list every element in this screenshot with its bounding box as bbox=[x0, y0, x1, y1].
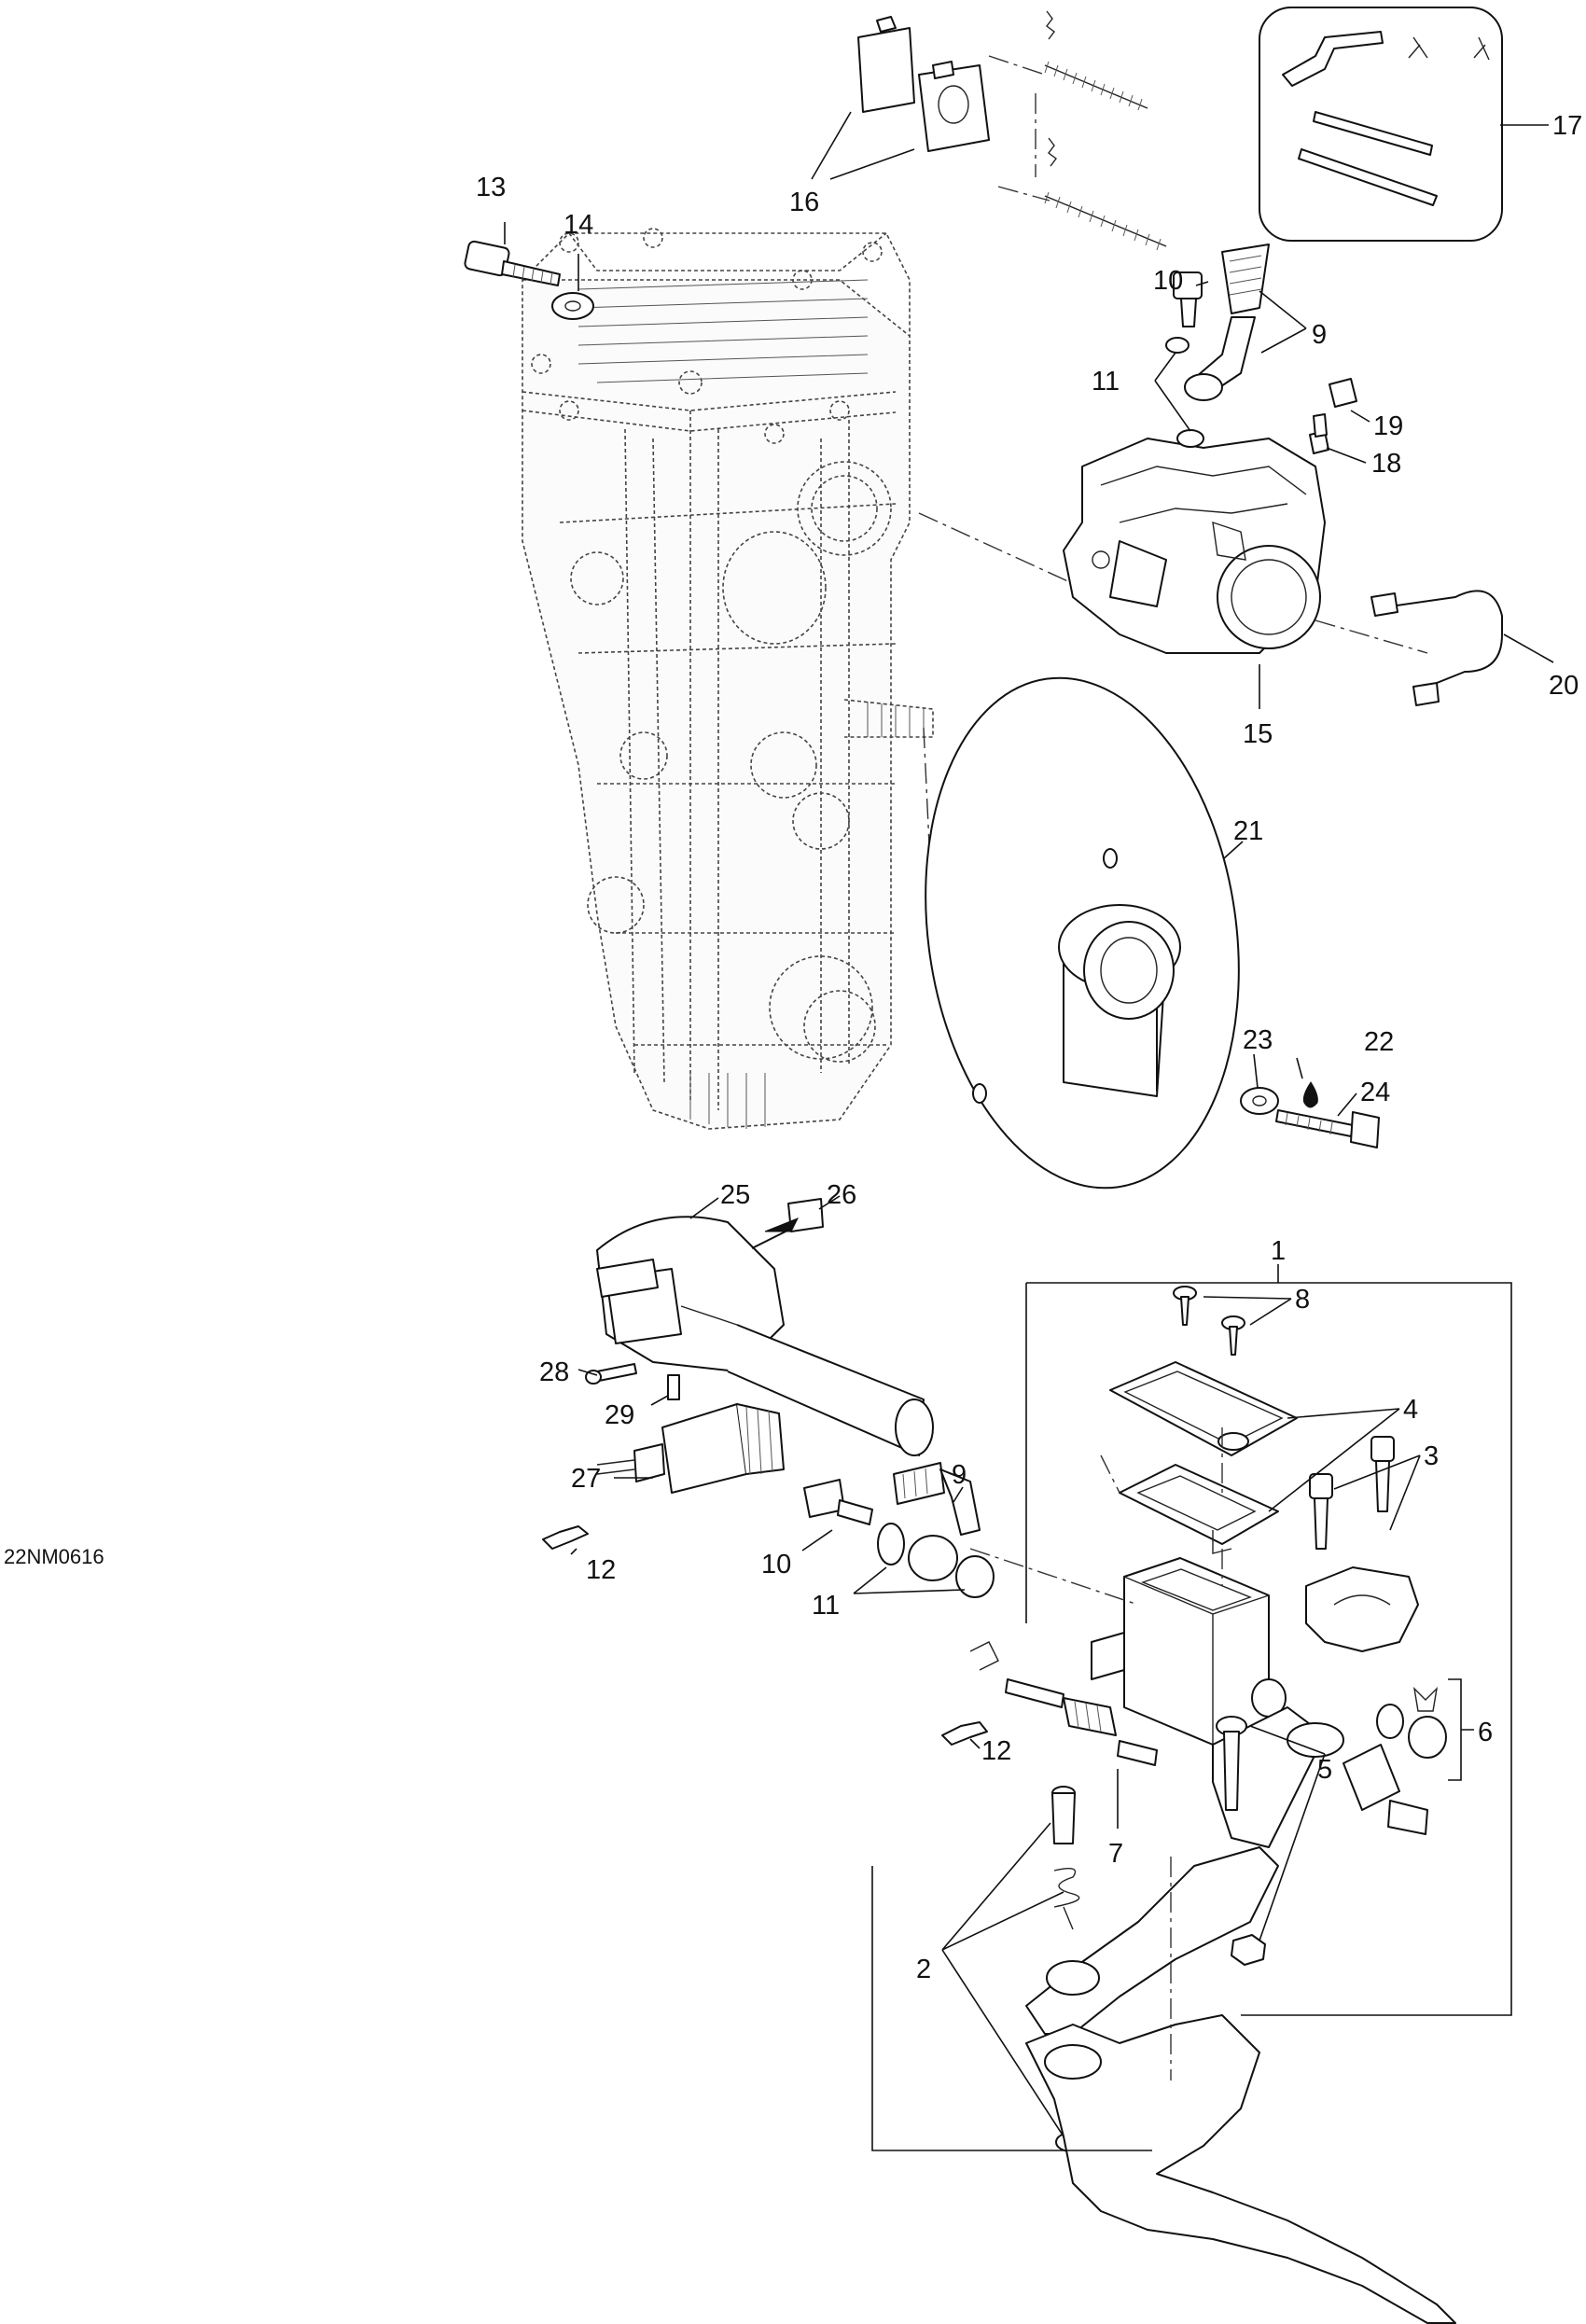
pad-retaining-pins bbox=[988, 10, 1167, 251]
brake-lever bbox=[1025, 1846, 1456, 2324]
callout-27: 27 bbox=[571, 1464, 601, 1494]
set-screw bbox=[667, 1374, 680, 1400]
pin-kit-box bbox=[1259, 7, 1503, 242]
callout-21: 21 bbox=[1233, 816, 1263, 846]
pushrod-assembly bbox=[969, 1641, 1158, 1766]
callout-5: 5 bbox=[1317, 1755, 1332, 1785]
bleeder-screw bbox=[1309, 413, 1329, 454]
callout-11-top: 11 bbox=[1092, 367, 1120, 397]
drawing-code: 22NM0616 bbox=[4, 1545, 104, 1568]
callout-8: 8 bbox=[1295, 1285, 1310, 1315]
brake-pads bbox=[857, 16, 990, 152]
lever-spring bbox=[1053, 1868, 1080, 1930]
callout-3: 3 bbox=[1424, 1441, 1439, 1471]
callout-10-bottom: 10 bbox=[761, 1550, 791, 1579]
master-cylinder-body bbox=[1091, 1557, 1344, 1848]
brake-caliper bbox=[1063, 438, 1326, 654]
pivot-bushing bbox=[1343, 1744, 1428, 1835]
callout-24: 24 bbox=[1360, 1078, 1390, 1107]
callout-14: 14 bbox=[563, 210, 593, 240]
pivot-screw bbox=[1216, 1716, 1247, 1811]
callout-29: 29 bbox=[605, 1400, 634, 1430]
callout-13: 13 bbox=[476, 173, 506, 202]
sealing-washers-top bbox=[1165, 337, 1204, 448]
leader-lines bbox=[504, 111, 1554, 2137]
callout-17: 17 bbox=[1552, 111, 1582, 141]
banjo-bolt-bottom bbox=[803, 1479, 873, 1525]
callout-25: 25 bbox=[720, 1180, 750, 1210]
assembly-bracket bbox=[1025, 1282, 1512, 2016]
callout-7: 7 bbox=[1108, 1839, 1123, 1869]
brake-switch-housing bbox=[596, 1216, 934, 1456]
housing-screw bbox=[585, 1363, 637, 1385]
brake-disc bbox=[925, 676, 1240, 1190]
callout-22: 22 bbox=[1364, 1027, 1394, 1057]
banjo-bolt-top bbox=[1173, 271, 1203, 327]
callout-28: 28 bbox=[539, 1357, 569, 1387]
callout-20: 20 bbox=[1549, 671, 1579, 701]
banjo-hose-bottom bbox=[893, 1462, 981, 1536]
callout-4: 4 bbox=[1403, 1395, 1418, 1425]
callout-6: 6 bbox=[1478, 1718, 1493, 1747]
callout-11-bottom: 11 bbox=[812, 1591, 840, 1621]
brake-line bbox=[1315, 590, 1503, 706]
thread-locker-drop bbox=[1302, 1081, 1318, 1108]
warning-label bbox=[751, 1198, 824, 1249]
clamp-screws bbox=[1309, 1436, 1395, 1550]
callout-labels: 1 2 3 4 5 6 7 8 9 9 10 10 11 11 12 12 13… bbox=[476, 111, 1582, 1984]
pivot-pin bbox=[1051, 1786, 1076, 1844]
lever-bracket bbox=[871, 1866, 1152, 2151]
bolt-washer bbox=[551, 292, 594, 320]
callout-23: 23 bbox=[1243, 1025, 1273, 1055]
reservoir-cover bbox=[1109, 1361, 1298, 1456]
retaining-clip-left bbox=[542, 1525, 589, 1550]
callout-12-left: 12 bbox=[586, 1555, 616, 1585]
mounting-bolt bbox=[464, 240, 561, 286]
callout-26: 26 bbox=[827, 1180, 856, 1210]
gearbox-housing bbox=[522, 228, 934, 1130]
bleeder-cap bbox=[1329, 378, 1357, 408]
pivot-nut bbox=[1231, 1934, 1266, 1966]
callout-15: 15 bbox=[1243, 719, 1273, 749]
callout-18: 18 bbox=[1371, 449, 1401, 479]
axis-line-caliper bbox=[918, 512, 1083, 589]
retaining-clip-right bbox=[941, 1721, 988, 1746]
callout-19: 19 bbox=[1373, 411, 1403, 441]
callout-9-bottom: 9 bbox=[952, 1460, 967, 1490]
disc-washer bbox=[1240, 1087, 1279, 1115]
handlebar-clamp bbox=[1305, 1566, 1419, 1652]
callout-9-top: 9 bbox=[1312, 320, 1327, 350]
banjo-hose-top bbox=[1184, 244, 1270, 401]
callout-10-top: 10 bbox=[1153, 266, 1183, 296]
disc-bolt bbox=[1275, 1109, 1380, 1148]
brake-light-switch bbox=[596, 1403, 785, 1494]
reservoir-diaphragm bbox=[1119, 1464, 1279, 1554]
callout-16: 16 bbox=[789, 188, 819, 217]
dust-seal-set bbox=[1376, 1678, 1474, 1781]
cover-screws bbox=[1173, 1286, 1245, 1356]
callout-12-right: 12 bbox=[981, 1736, 1011, 1766]
sealing-washers-bottom bbox=[877, 1523, 995, 1598]
callout-1: 1 bbox=[1271, 1236, 1286, 1266]
callout-2: 2 bbox=[916, 1955, 931, 1984]
